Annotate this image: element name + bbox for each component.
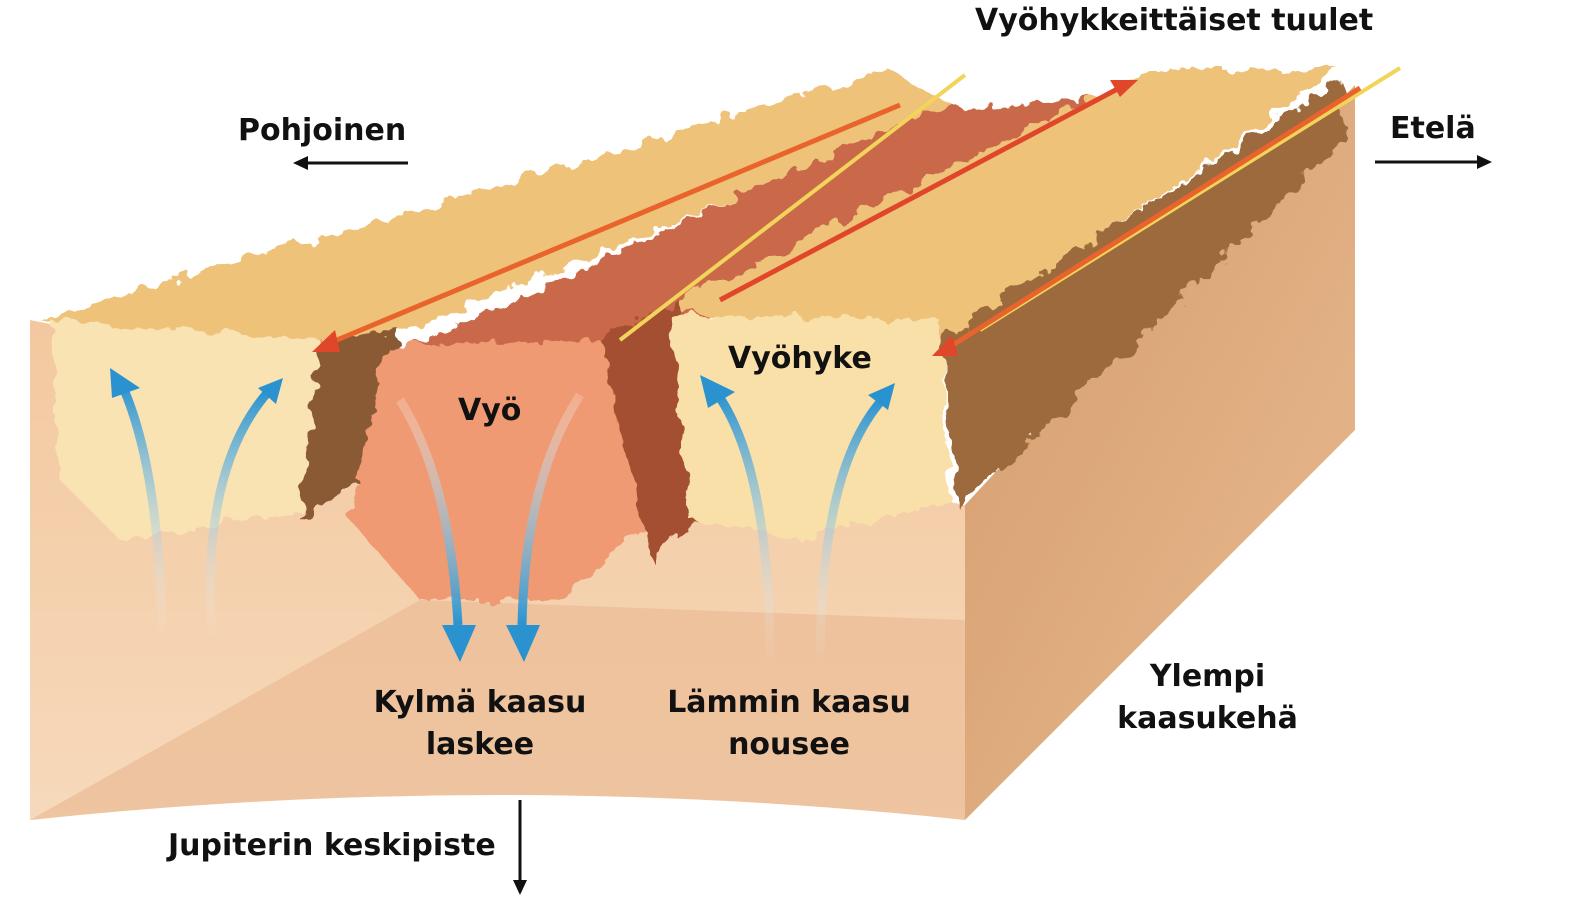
- warm-gas-label: Lämmin kaasu nousee: [660, 682, 918, 766]
- cold-gas-label: Kylmä kaasu laskee: [360, 682, 600, 766]
- wind-arrow-south: [932, 85, 1362, 356]
- north-arrow-icon: [293, 156, 408, 170]
- rising-arrow-north-2: [205, 378, 283, 641]
- belt-cloud-top: [360, 95, 1130, 370]
- rising-arrow-north-1: [110, 368, 167, 641]
- south-zone-dark-side: [940, 80, 1345, 510]
- zone-label: Vyöhyke: [728, 341, 872, 376]
- rising-arrow-south-1: [700, 375, 775, 666]
- south-label: Etelä: [1390, 111, 1476, 146]
- rising-arrow-south-2: [815, 383, 895, 666]
- sinking-arrow-1: [396, 397, 476, 662]
- south-zone-cloud-front: [670, 315, 950, 540]
- upper-atmosphere-line-1: Ylempi: [1149, 659, 1266, 694]
- zonal-winds-label: Vyöhykkeittäiset tuulet: [975, 3, 1374, 38]
- south-arrow-icon: [1375, 155, 1492, 169]
- belt-dark-side: [300, 330, 400, 520]
- wind-arrow-belt: [718, 80, 1138, 303]
- warm-gas-line-1: Lämmin kaasu: [667, 685, 911, 720]
- block-side-face: [965, 85, 1355, 820]
- upper-atmosphere-label: Ylempi kaasukehä: [1105, 656, 1310, 740]
- wind-arrow-north: [312, 102, 901, 352]
- sinking-arrow-2: [506, 392, 584, 662]
- warm-gas-line-2: nousee: [728, 727, 850, 762]
- north-label: Pohjoinen: [238, 113, 407, 148]
- wind-line-yellow-1: [618, 73, 967, 342]
- center-arrow-icon: [513, 800, 527, 895]
- inner-shadow-plane: [30, 600, 965, 820]
- north-zone-cloud-top: [40, 70, 960, 360]
- center-label: Jupiterin keskipiste: [168, 828, 496, 863]
- cold-gas-line-1: Kylmä kaasu: [373, 685, 587, 720]
- south-zone-cloud-top: [660, 70, 1340, 340]
- cold-gas-line-2: laskee: [425, 727, 535, 762]
- belt-label: Vyö: [458, 393, 522, 428]
- upper-atmosphere-line-2: kaasukehä: [1117, 701, 1298, 736]
- north-zone-cloud-front: [50, 320, 320, 540]
